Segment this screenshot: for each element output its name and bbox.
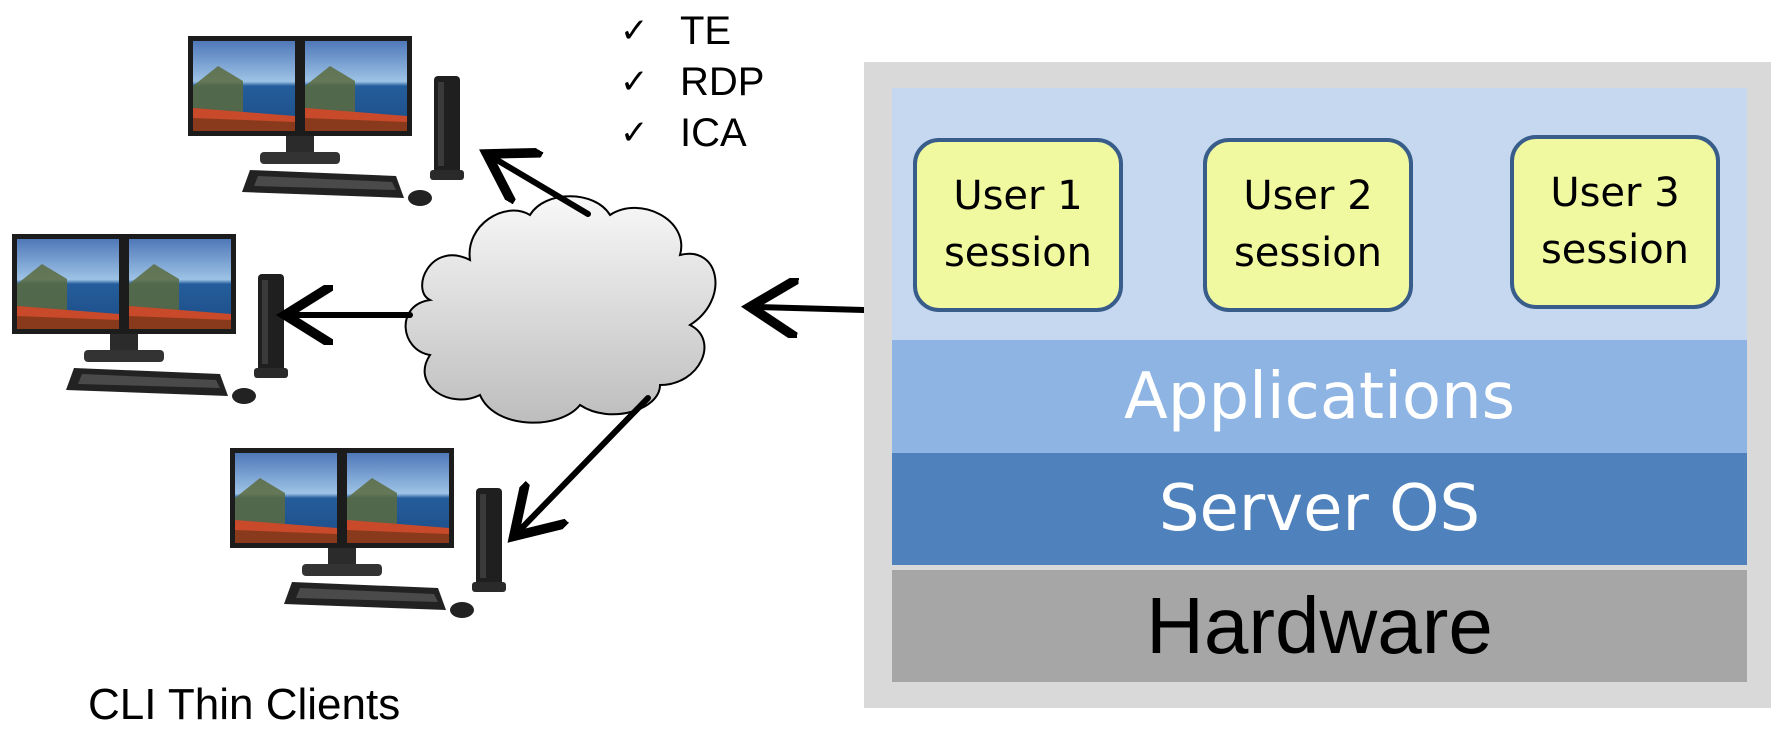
protocol-item: ✓ RDP: [620, 57, 764, 108]
user-session-box-3: User 3 session: [1510, 135, 1720, 309]
session-subtitle: session: [1233, 230, 1383, 276]
hardware-layer: Hardware: [892, 570, 1747, 682]
arrow-icon-server-to-cloud: [756, 307, 867, 310]
session-subtitle: session: [1540, 227, 1690, 273]
user-session-box-2: User 2 session: [1203, 138, 1413, 312]
check-icon: ✓: [620, 113, 649, 153]
arrow-icon-to-client-3: [518, 395, 651, 532]
session-title: User 2: [1243, 173, 1373, 219]
session-title: User 3: [1550, 170, 1680, 216]
cloud-icon: [404, 195, 717, 424]
desktop-computer-icon-1: [188, 36, 464, 206]
protocol-label: ICA: [680, 111, 747, 155]
desktop-computer-icon-2: [12, 234, 288, 404]
server-os-layer: Server OS: [892, 453, 1747, 565]
thin-clients-caption: CLI Thin Clients: [88, 680, 401, 729]
protocol-list: ✓ TE ✓ RDP ✓ ICA: [620, 6, 764, 159]
user-session-box-1: User 1 session: [913, 138, 1123, 312]
protocol-item: ✓ ICA: [620, 108, 764, 159]
protocol-item: ✓ TE: [620, 6, 764, 57]
session-title: User 1: [953, 173, 1083, 219]
protocol-label: TE: [680, 9, 732, 53]
check-icon: ✓: [620, 62, 649, 102]
desktop-computer-icon-3: [230, 448, 506, 618]
session-subtitle: session: [943, 230, 1093, 276]
protocol-label: RDP: [680, 60, 765, 104]
check-icon: ✓: [620, 11, 649, 51]
applications-layer: Applications: [892, 340, 1747, 453]
arrow-icon-to-client-1: [492, 157, 591, 217]
